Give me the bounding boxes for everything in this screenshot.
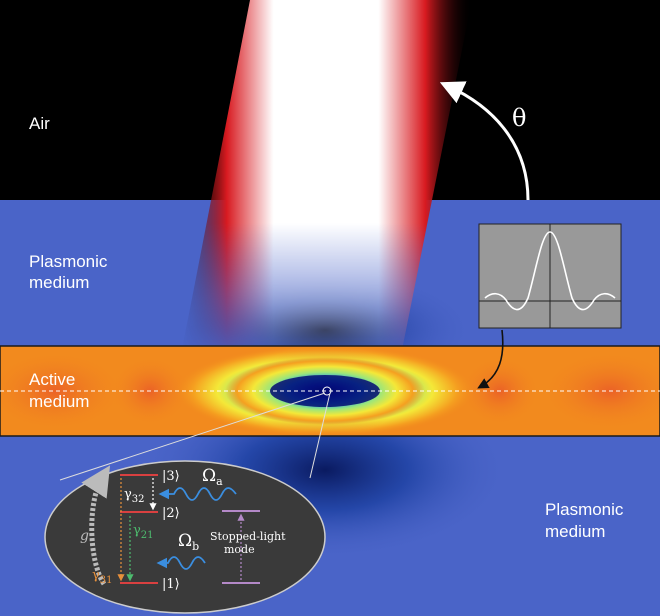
omega-b-wave (156, 556, 206, 570)
pump-label: g (80, 528, 89, 544)
plasmonic-bottom-label-1: Plasmonic (545, 500, 624, 519)
stopped-light-label-1: Stopped-light (210, 530, 286, 543)
angle-label: θ (512, 104, 526, 132)
sinc-curve (484, 231, 616, 311)
zoom-line-right (309, 392, 331, 479)
omega-a-wave (158, 487, 237, 501)
level-2-label: |2⟩ (162, 506, 180, 521)
energy-level-inset: g |3⟩ |2⟩ |1⟩ γ32 γ21 γ31 Stopped-light … (44, 460, 326, 614)
air-label: Air (29, 114, 50, 133)
level-3-label: |3⟩ (162, 469, 180, 484)
level-1-label: |1⟩ (162, 577, 180, 592)
plasmonic-top-label-2: medium (29, 273, 89, 292)
gamma21-label: γ21 (133, 523, 154, 541)
pump-arc-arrow (81, 465, 111, 586)
incident-beam (180, 0, 472, 360)
omega-b-label: Ωb (178, 531, 199, 553)
focus-point (322, 386, 332, 396)
angle-arrow (439, 81, 530, 201)
plot-pointer-arrow (477, 329, 504, 389)
gamma31-label: γ31 (92, 568, 113, 586)
stopped-light-label-2: mode (224, 543, 255, 556)
active-label-1: Active (29, 370, 75, 389)
plasmonic-bottom-label-2: medium (545, 522, 605, 541)
gamma32-label: γ32 (124, 487, 145, 505)
profile-plot (478, 223, 622, 329)
plasmonic-top-label-1: Plasmonic (29, 252, 108, 271)
omega-a-label: Ωa (202, 466, 223, 488)
active-label-2: medium (29, 392, 89, 411)
